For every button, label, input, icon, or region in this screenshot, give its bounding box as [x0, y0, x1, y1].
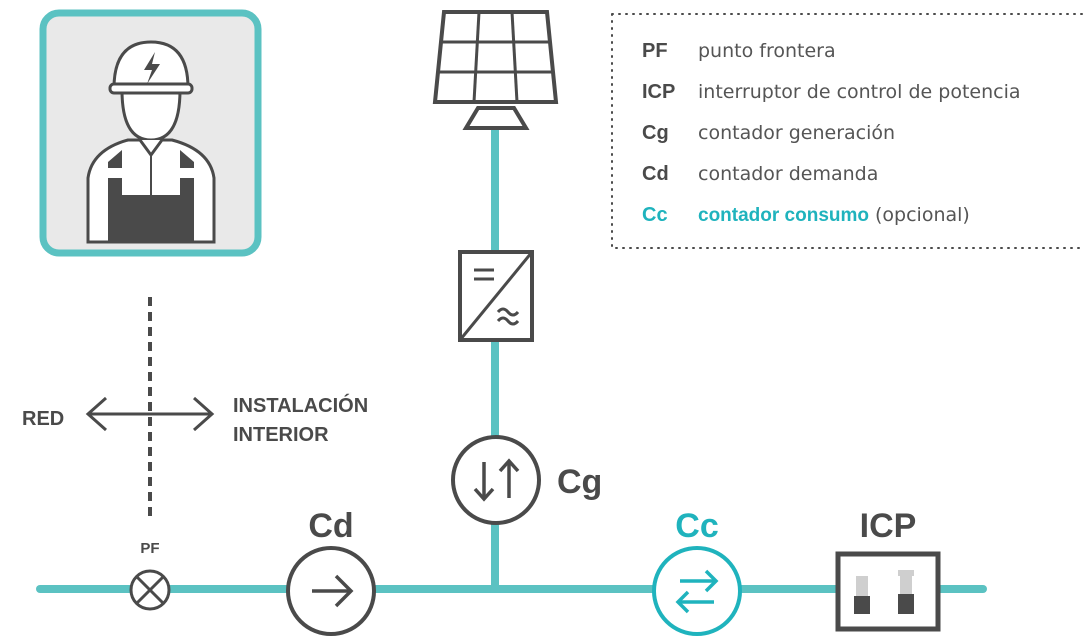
legend-note: (opcional) [875, 204, 970, 226]
legend-desc: interruptor de control de potencia [698, 81, 1021, 103]
generation-meter-icon [451, 435, 541, 525]
legend-item: Cd contador demanda [642, 163, 878, 185]
inverter-icon [458, 250, 534, 342]
legend-item: Cg contador generación [642, 122, 895, 144]
legend-desc: punto frontera [698, 40, 836, 62]
legend-abbr: Cd [642, 163, 669, 185]
legend-desc: contador demanda [698, 163, 878, 185]
legend-box: PF punto frontera ICP interruptor de con… [611, 13, 1086, 249]
double-arrow-icon [85, 396, 215, 432]
legend-desc-highlight: contador consumo [698, 205, 869, 226]
cg-node-label: Cg [557, 463, 602, 501]
legend-item: PF punto frontera [642, 40, 836, 62]
legend-abbr: PF [642, 40, 668, 62]
electrician-worker-icon [86, 40, 216, 244]
legend-item: ICP interruptor de control de potencia [642, 81, 1021, 103]
legend-abbr: Cg [642, 122, 669, 144]
consumption-meter-icon [652, 546, 742, 636]
solar-panel-icon [432, 10, 559, 130]
legend-desc: contador generación [698, 122, 895, 144]
cc-node-label: Cc [675, 507, 718, 545]
red-label: RED [22, 408, 64, 430]
interior-label-line1: INSTALACIÓN [233, 393, 368, 417]
power-breaker-icon [835, 551, 941, 632]
interior-label-line2: INTERIOR [233, 424, 329, 446]
worker-panel [39, 9, 262, 257]
cd-node-label: Cd [308, 507, 353, 545]
pf-node-label: PF [140, 540, 159, 557]
legend-desc: contador consumo (opcional) [698, 204, 970, 226]
legend-abbr: Cc [642, 204, 668, 226]
legend-abbr: ICP [642, 81, 675, 103]
icp-node-label: ICP [860, 507, 917, 545]
boundary-point-cross-icon [129, 569, 171, 611]
legend-item: Cc contador consumo (opcional) [642, 204, 970, 226]
demand-meter-icon [286, 546, 376, 636]
